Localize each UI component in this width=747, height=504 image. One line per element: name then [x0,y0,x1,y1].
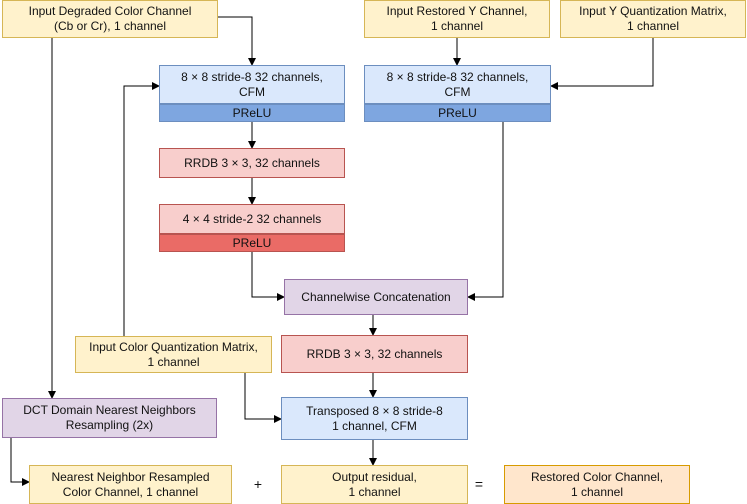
conv-4x4-node: 4 × 4 stride-2 32 channels [159,204,345,234]
dct-nn-node: DCT Domain Nearest Neighbors Resampling … [2,398,217,438]
concat-node: Channelwise Concatenation [284,279,468,315]
restored-color-node: Restored Color Channel, 1 channel [504,465,690,504]
input-color-quant-node: Input Color Quantization Matrix, 1 chann… [75,336,272,373]
edge-input-to-conv-left [218,16,256,66]
input-restored-y-node: Input Restored Y Channel, 1 channel [364,0,550,38]
edge-color-quant-to-conv-left [123,82,160,336]
edge-color-quant-to-transposed [244,373,282,423]
conv-right-node: 8 × 8 stride-8 32 channels, CFM [364,65,551,104]
edge-y-quant-to-conv-right [550,38,654,90]
prelu-right-node: PReLU [364,104,551,122]
input-y-quant-node: Input Y Quantization Matrix, 1 channel [560,0,746,38]
edge-dct-to-nn-resampled [10,438,30,486]
edge-prelu-4x4-to-concat [251,252,285,301]
rrdb-top-node: RRDB 3 × 3, 32 channels [159,148,345,178]
prelu-left-node: PReLU [159,104,345,122]
equals-operator: = [474,476,484,492]
transposed-node: Transposed 8 × 8 stride-8 1 channel, CFM [281,397,468,440]
plus-operator: + [253,476,263,492]
rrdb-bottom-node: RRDB 3 × 3, 32 channels [281,335,468,373]
output-residual-node: Output residual, 1 channel [281,465,468,504]
prelu-4x4-node: PReLU [159,234,345,252]
nn-resampled-node: Nearest Neighbor Resampled Color Channel… [29,465,232,504]
conv-left-node: 8 × 8 stride-8 32 channels, CFM [159,65,345,104]
edge-prelu-right-to-concat [467,122,504,301]
input-degraded-node: Input Degraded Color Channel (Cb or Cr),… [2,0,218,38]
